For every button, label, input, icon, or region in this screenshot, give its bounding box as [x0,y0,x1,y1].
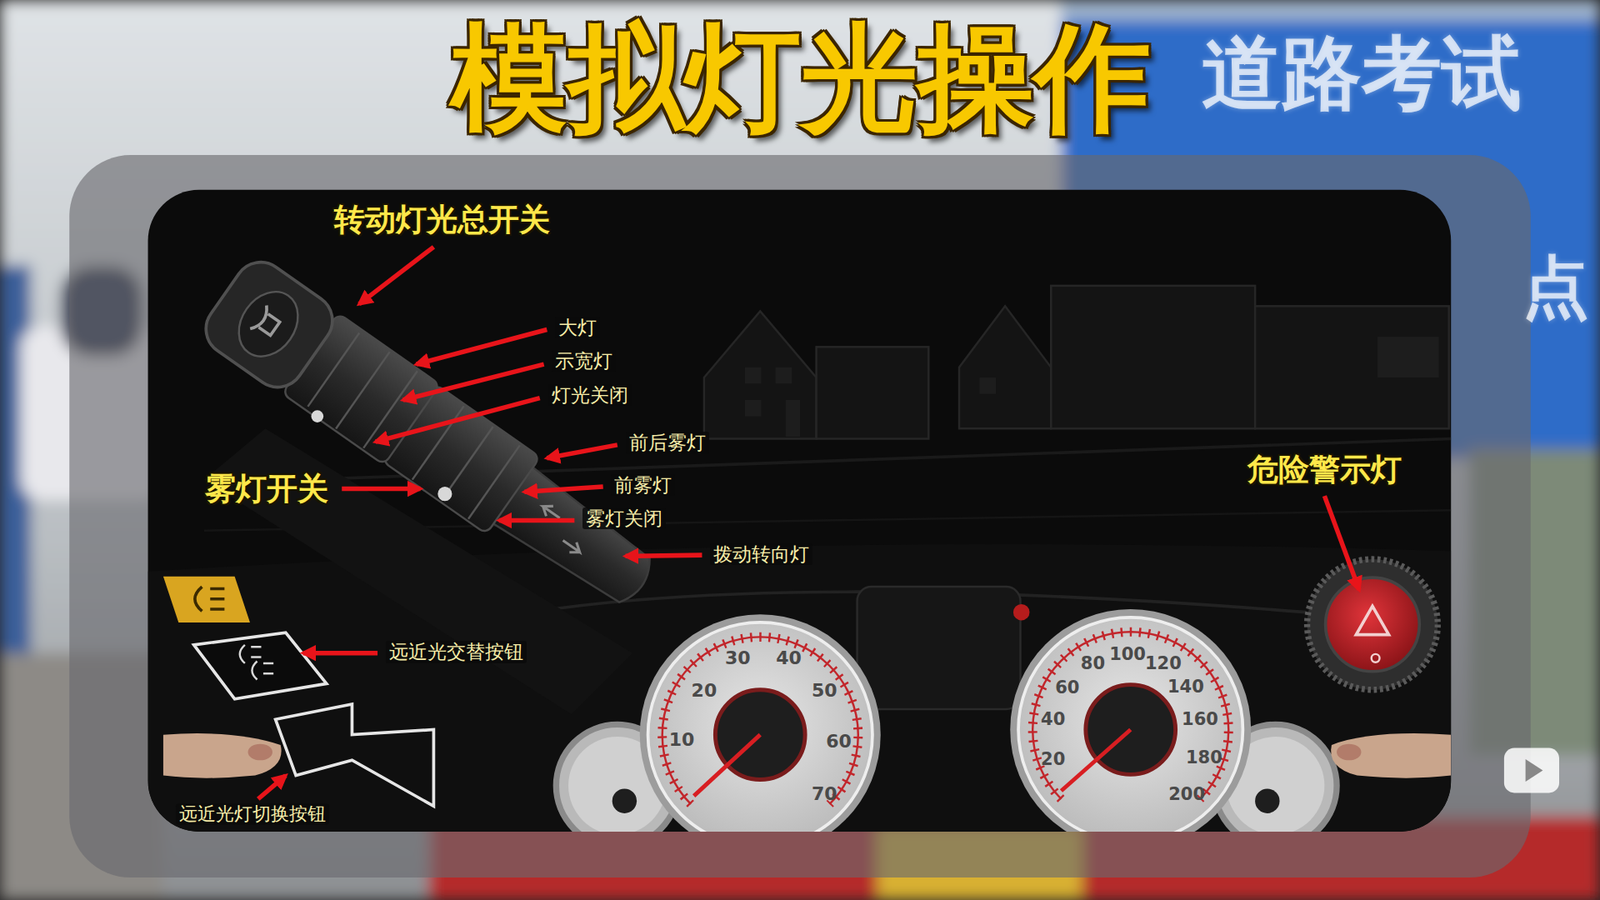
callout-label: 转动灯光总开关 [334,204,550,237]
callout-label: 远近光交替按钮 [385,640,527,663]
callout-label: 雾灯关闭 [582,507,666,530]
simulator-scene [148,251,1452,832]
outer-panel [69,155,1530,878]
gauge-number: 160 [1181,710,1219,729]
gauge-number: 200 [1168,785,1205,804]
gauge-number: 10 [669,730,695,750]
gauge-number: 80 [1080,654,1105,673]
gauge-number: 70 [811,784,838,804]
callout-label: 前雾灯 [610,474,675,496]
gauge-number: 40 [775,648,802,668]
gauge-number: 100 [1109,645,1146,664]
callout-label: 灯光关闭 [548,384,632,406]
callout-label: 拨动转向灯 [710,543,813,565]
callout-label: 危险警示灯 [1247,454,1402,487]
gauge-number: 50 [811,680,838,700]
gauge-number: 120 [1145,654,1182,673]
gauge-number: 30 [725,648,751,668]
gauge-number: 60 [825,732,852,752]
gauge-number: 140 [1167,677,1205,696]
leader-arrows [258,246,1360,799]
callout-label: 雾灯开关 [205,472,329,505]
callout-label: 远近光灯切换按钮 [175,804,330,825]
callout-label: 前后雾灯 [625,431,710,454]
callout-label: 示宽灯 [551,350,616,372]
gauge-number: 20 [691,680,718,700]
title: 模拟灯光操作 [450,16,1151,140]
gauge-number: 180 [1185,748,1223,767]
background-sign-text: 点 [1522,252,1590,323]
callout-label: 大灯 [555,316,600,339]
background-sign-text: 道路考试 [1201,31,1522,116]
gauge-number: 20 [1040,750,1065,769]
gauge-number: 60 [1055,678,1080,697]
gauge-number: 40 [1040,710,1065,729]
